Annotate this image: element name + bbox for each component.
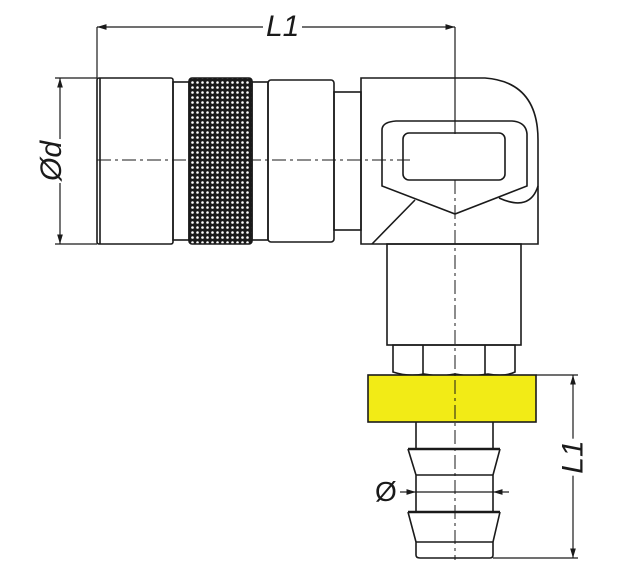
hose-barb (407, 422, 501, 559)
barb-diameter-label: Ø (375, 476, 397, 507)
barb-length-label: L1 (556, 438, 590, 476)
stem (386, 243, 522, 346)
color-ring (367, 374, 537, 423)
coupling-body (96, 77, 362, 245)
elbow-block (360, 77, 539, 245)
body-diameter-label: Ød (35, 138, 69, 184)
centerlines (97, 159, 456, 560)
top-length-label: L1 (263, 12, 303, 42)
hex-nut (392, 344, 516, 377)
